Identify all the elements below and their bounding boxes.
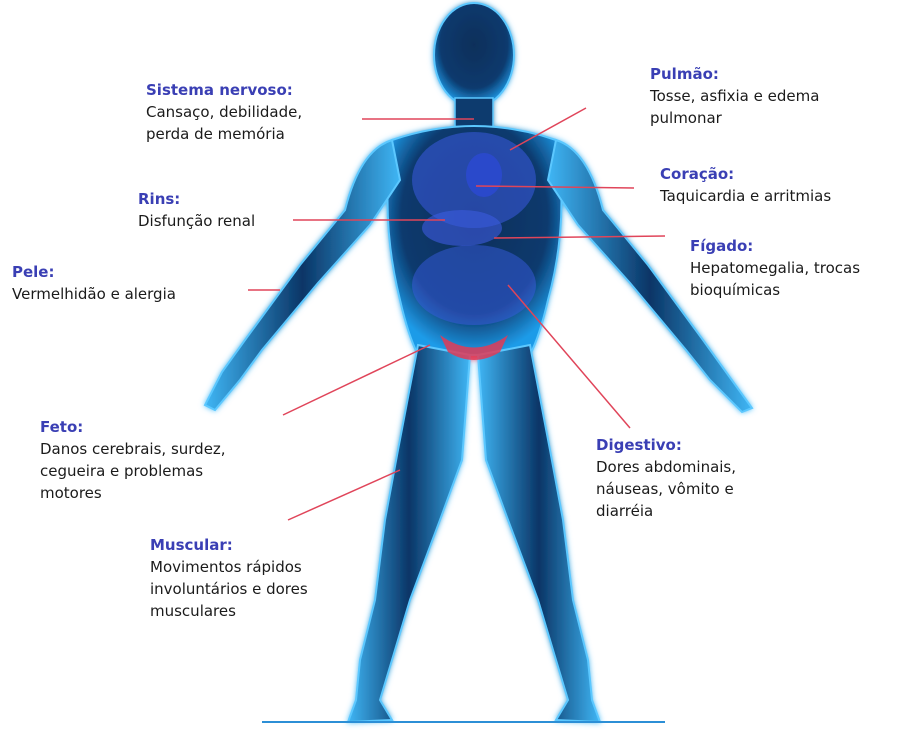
annotation-line: náuseas, vômito e [596,478,736,500]
annotation-line: Movimentos rápidos [150,556,308,578]
annotation-line: Dores abdominais, [596,456,736,478]
leader-muscular [288,470,400,520]
annotation-line: perda de memória [146,123,302,145]
annotation-digestivo: Digestivo: Dores abdominais, náuseas, vô… [596,434,736,522]
right-leg [478,345,600,722]
annotation-line: musculares [150,600,308,622]
annotation-title: Muscular: [150,534,308,556]
annotation-line: Disfunção renal [138,210,255,232]
annotation-line: bioquímicas [690,279,860,301]
heart [466,153,502,197]
annotation-pele: Pele: Vermelhidão e alergia [12,261,176,305]
annotation-title: Coração: [660,163,831,185]
annotation-title: Fígado: [690,235,860,257]
liver [422,210,502,246]
annotation-title: Feto: [40,416,226,438]
annotation-sistema-nervoso: Sistema nervoso: Cansaço, debilidade, pe… [146,79,302,145]
annotation-line: motores [40,482,226,504]
annotation-coracao: Coração: Taquicardia e arritmias [660,163,831,207]
annotation-title: Digestivo: [596,434,736,456]
annotation-muscular: Muscular: Movimentos rápidos involuntári… [150,534,308,622]
annotation-title: Sistema nervoso: [146,79,302,101]
annotation-title: Pulmão: [650,63,819,85]
annotation-rins: Rins: Disfunção renal [138,188,255,232]
annotation-line: Taquicardia e arritmias [660,185,831,207]
annotation-line: involuntários e dores [150,578,308,600]
annotation-line: Danos cerebrais, surdez, [40,438,226,460]
neck [455,98,493,128]
intestines [412,245,536,325]
annotation-figado: Fígado: Hepatomegalia, trocas bioquímica… [690,235,860,301]
annotation-line: Hepatomegalia, trocas [690,257,860,279]
annotation-line: Tosse, asfixia e edema [650,85,819,107]
annotation-line: cegueira e problemas [40,460,226,482]
annotation-feto: Feto: Danos cerebrais, surdez, cegueira … [40,416,226,504]
head [434,3,514,107]
annotation-title: Pele: [12,261,176,283]
annotation-title: Rins: [138,188,255,210]
annotation-line: diarréia [596,500,736,522]
annotation-line: Cansaço, debilidade, [146,101,302,123]
annotation-line: Vermelhidão e alergia [12,283,176,305]
annotation-pulmao: Pulmão: Tosse, asfixia e edema pulmonar [650,63,819,129]
annotation-line: pulmonar [650,107,819,129]
left-arm [205,140,400,410]
left-leg [348,345,470,722]
